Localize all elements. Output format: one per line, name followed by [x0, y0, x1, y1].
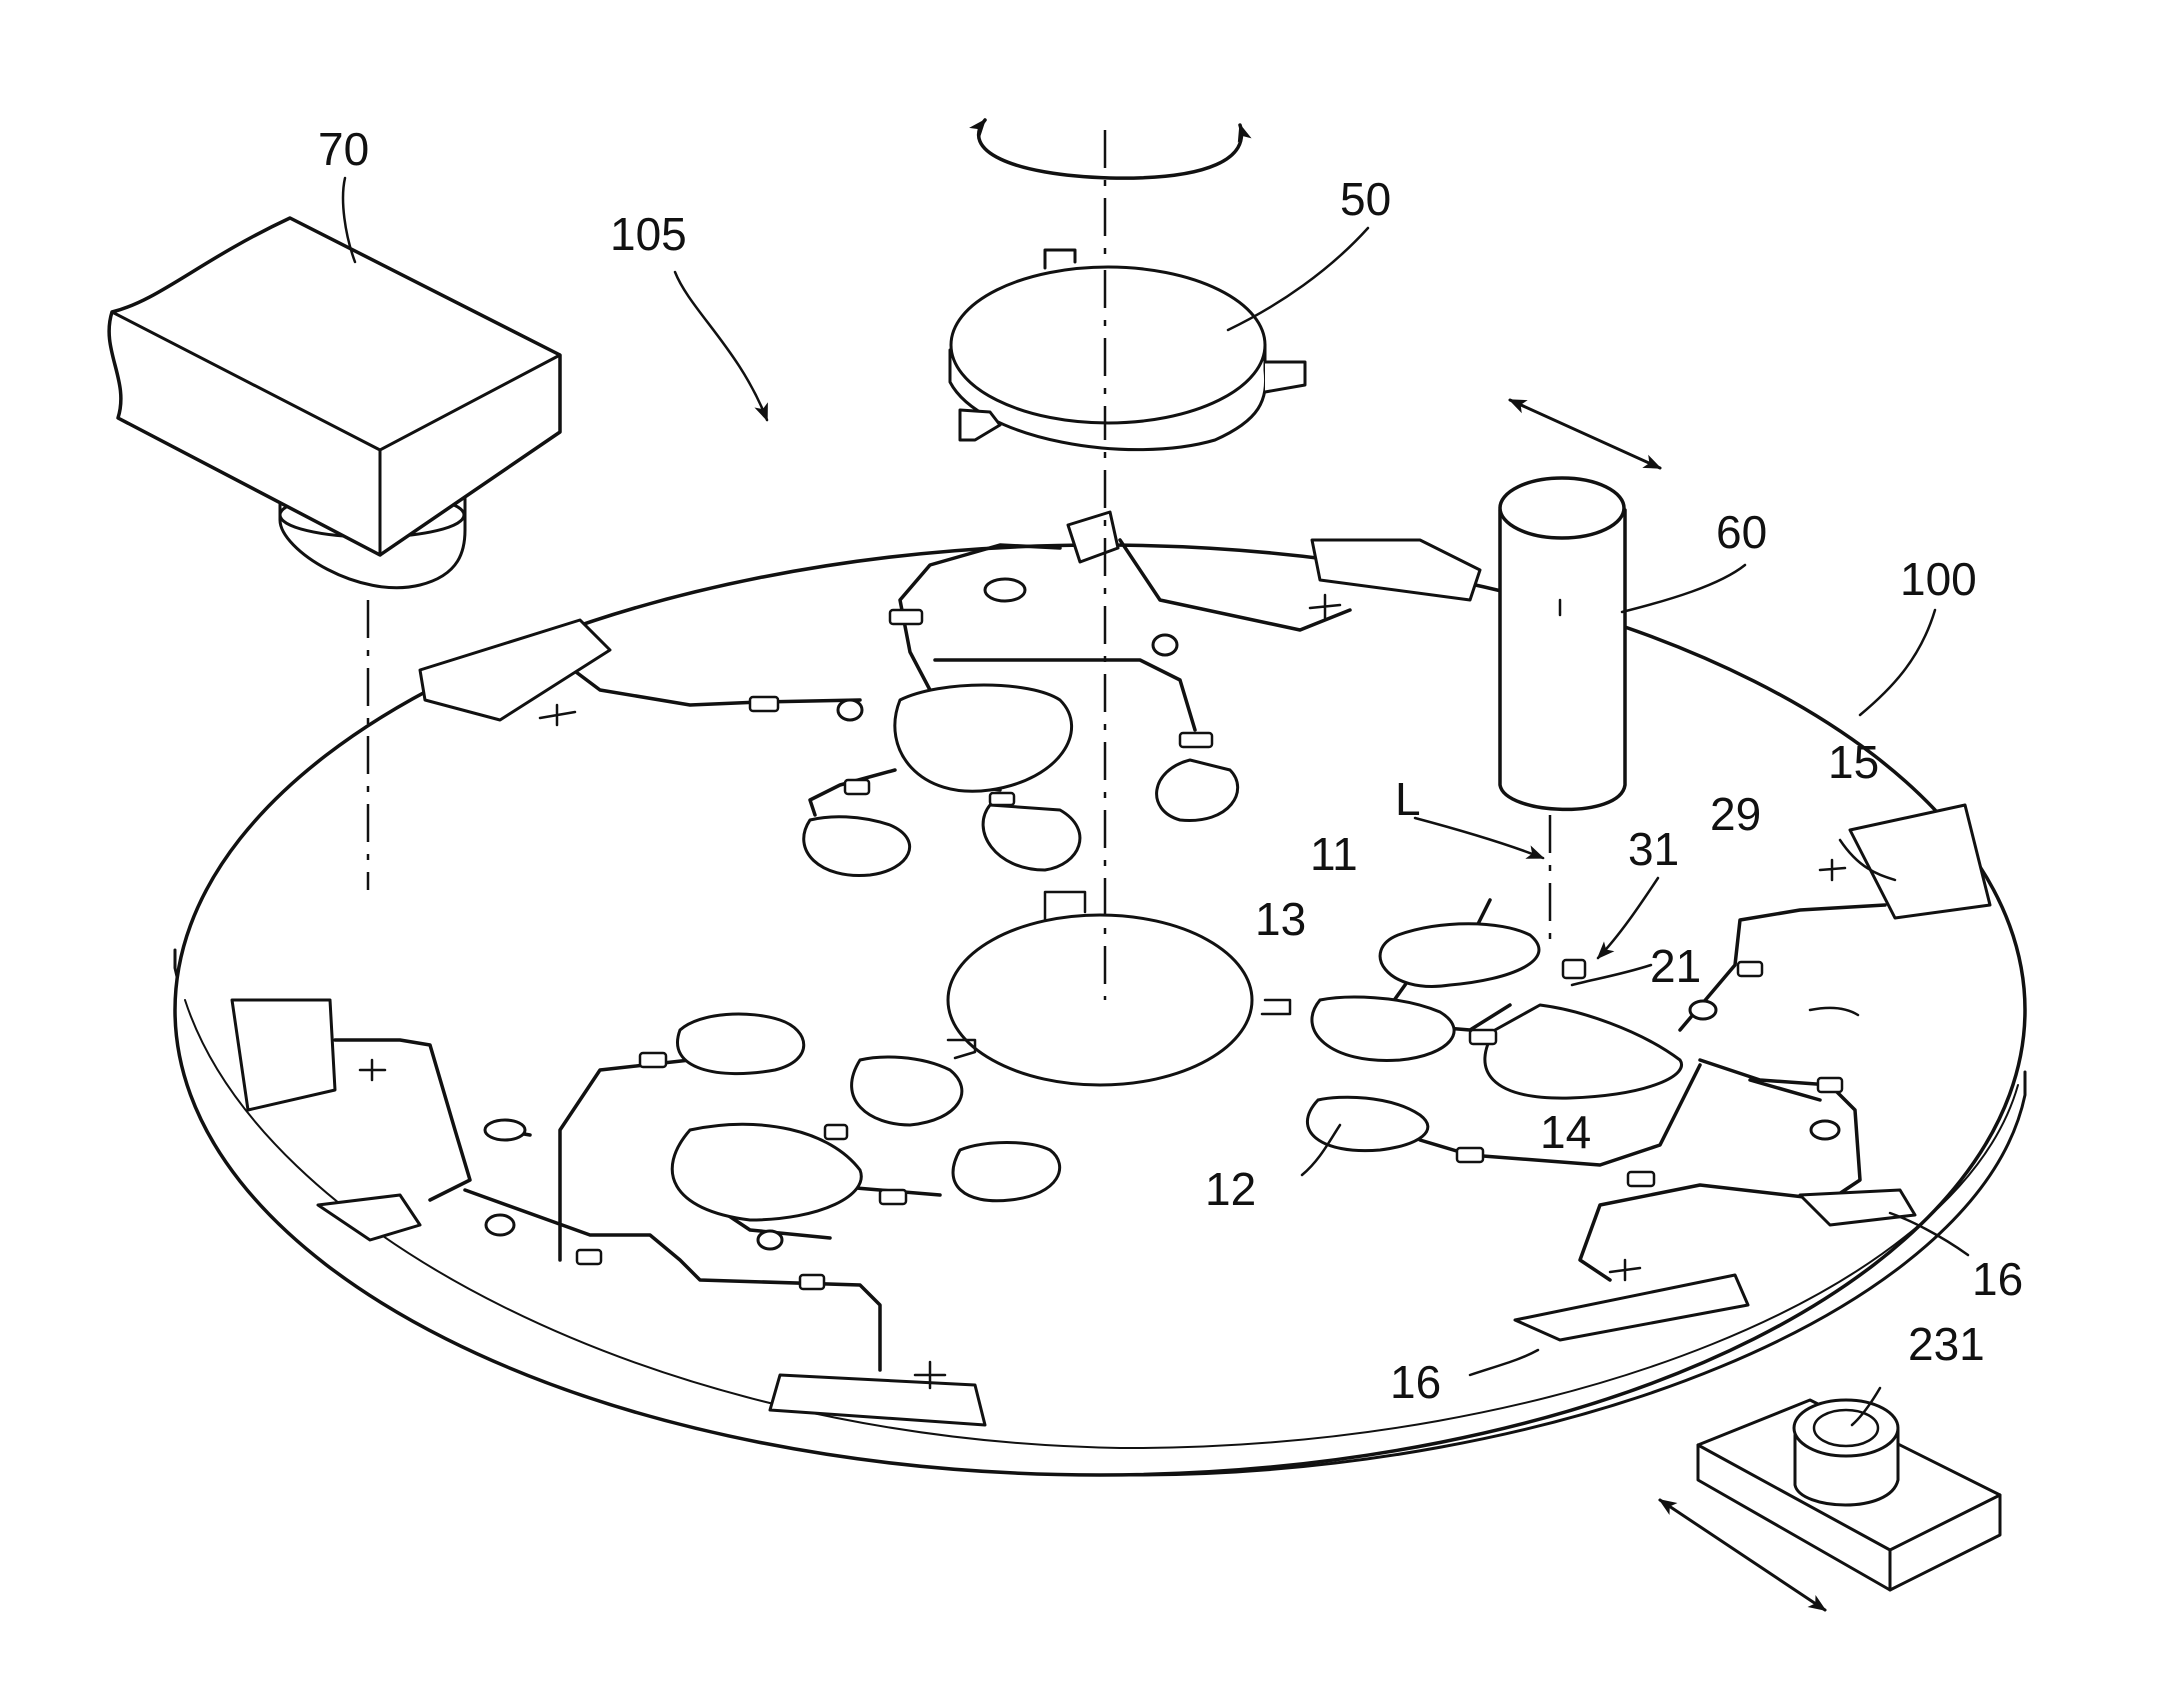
label-microfluidic-disk: 100: [1900, 553, 1977, 605]
detector-unit: [1660, 1400, 2000, 1610]
label-valve-29: 29: [1710, 788, 1761, 840]
label-chamber-16-bottom: 16: [1390, 1356, 1441, 1408]
label-chamber-11: 11: [1310, 828, 1358, 880]
label-chamber-16-right: 16: [1972, 1253, 2023, 1305]
label-chamber-13: 13: [1255, 893, 1306, 945]
label-valve-31: 31: [1628, 823, 1679, 875]
label-chamber-15: 15: [1828, 736, 1879, 788]
label-detector: 231: [1908, 1318, 1985, 1370]
label-chamber-12: 12: [1205, 1163, 1256, 1215]
label-valve-21: 21: [1650, 940, 1701, 992]
label-optical-unit: 70: [318, 123, 369, 175]
label-chamber-14: 14: [1540, 1106, 1591, 1158]
label-device-arrow: 105: [610, 208, 687, 260]
magnet-disk: [950, 250, 1305, 450]
label-laser-beam: L: [1395, 773, 1421, 825]
label-magnet-disk: 50: [1340, 173, 1391, 225]
label-laser-source: 60: [1716, 506, 1767, 558]
